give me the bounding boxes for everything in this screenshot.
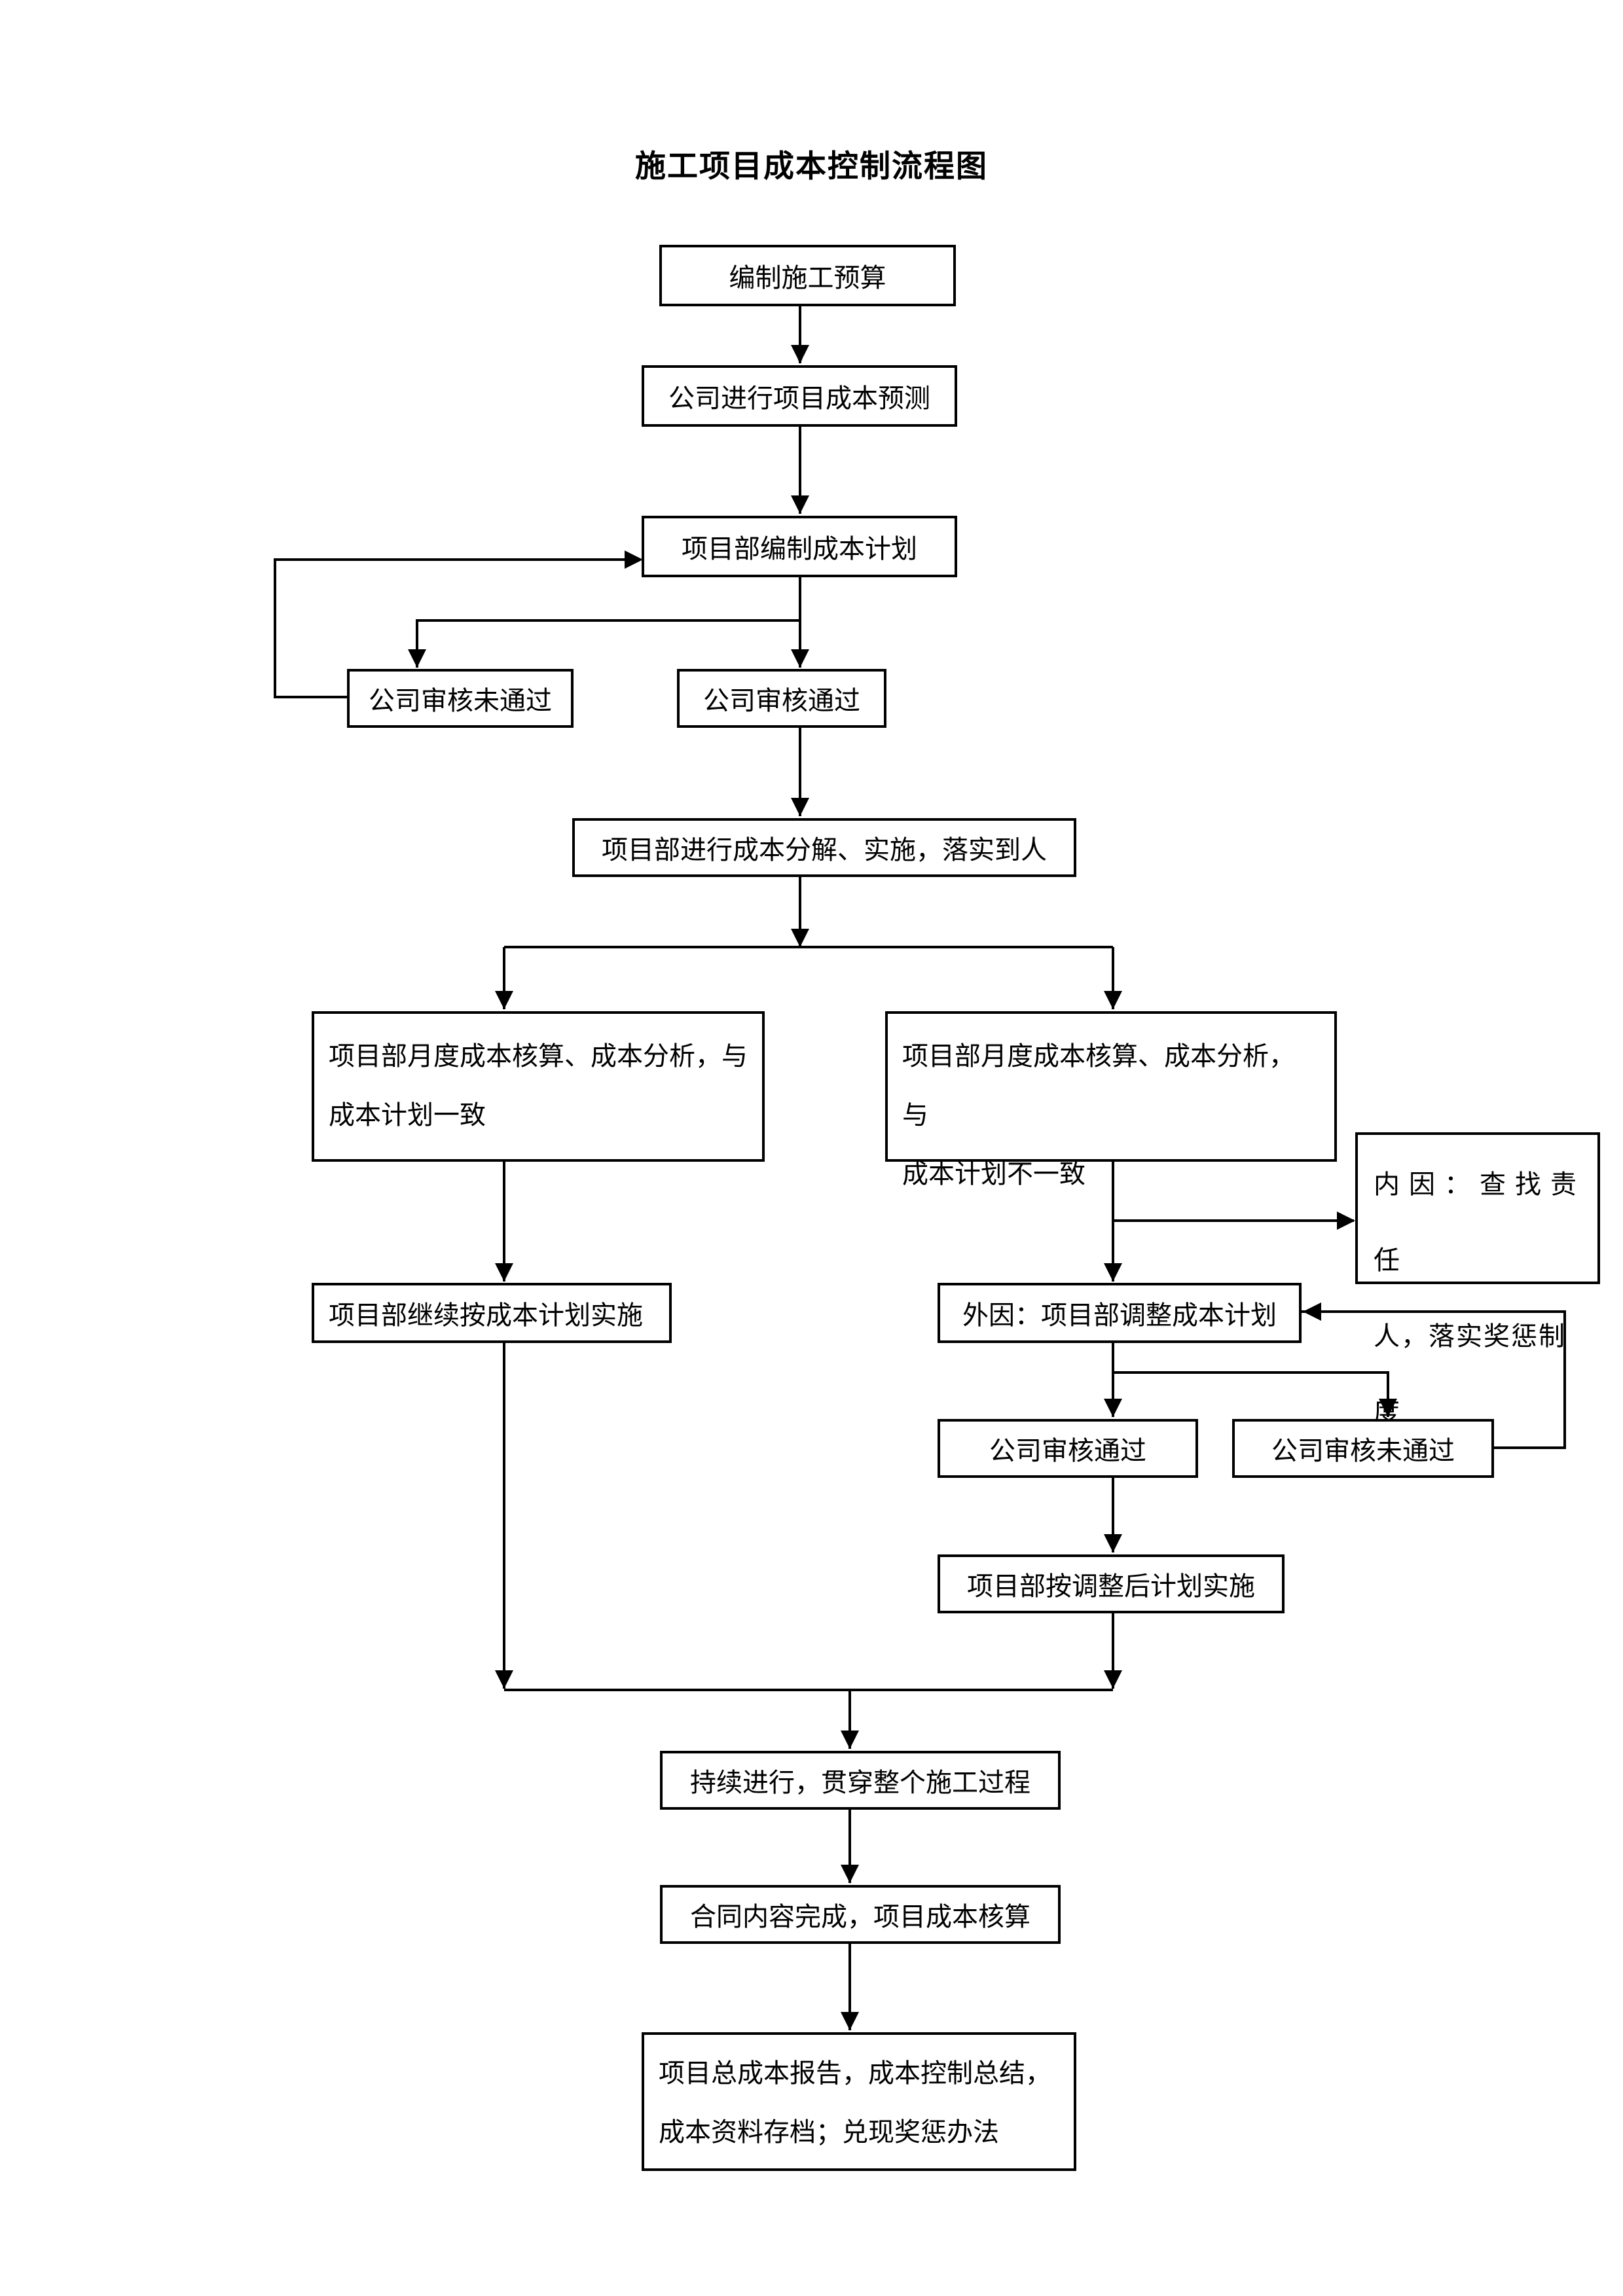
node-decompose: 项目部进行成本分解、实施，落实到人 (572, 818, 1076, 877)
node-monthly-consistent-line-1: 项目部月度成本核算、成本分析，与 (329, 1041, 748, 1071)
arrow-review-fail-2-loop (1302, 1310, 1566, 1449)
node-monthly-inconsistent: 项目部月度成本核算、成本分析，与 成本计划不一致 (885, 1011, 1337, 1189)
node-company-forecast: 公司进行项目成本预测 (642, 365, 957, 427)
node-adjusted-plan: 项目部按调整后计划实施 (938, 1554, 1285, 1613)
node-review-pass-2: 公司审核通过 (938, 1419, 1198, 1478)
node-monthly-inconsistent-line-2: 成本计划不一致 (902, 1159, 1085, 1189)
arrow-review-fail-loop (274, 558, 640, 698)
arrow-split-left (503, 946, 1113, 1009)
node-final-report: 项目总成本报告，成本控制总结， 成本资料存档；兑现奖惩办法 (642, 2032, 1076, 2171)
node-internal-cause-line-2: 人，落实奖惩制度 (1374, 1321, 1566, 1427)
arrowheads (408, 345, 1397, 2030)
node-review-fail-1: 公司审核未通过 (347, 669, 574, 728)
node-monthly-consistent-line-2: 成本计划一致 (329, 1100, 486, 1130)
node-dept-plan: 项目部编制成本计划 (642, 516, 957, 577)
node-internal-cause: 内因：查找责任 人，落实奖惩制度 (1355, 1132, 1600, 1427)
node-review-fail-2: 公司审核未通过 (1232, 1419, 1494, 1478)
node-monthly-consistent: 项目部月度成本核算、成本分析，与 成本计划一致 (312, 1011, 765, 1162)
node-prepare-budget: 编制施工预算 (659, 245, 956, 306)
node-external-cause: 外因：项目部调整成本计划 (938, 1283, 1302, 1343)
node-internal-cause-line-1: 内因：查找责任 (1374, 1170, 1586, 1276)
node-ongoing: 持续进行，贯穿整个施工过程 (660, 1751, 1061, 1810)
arrow-external-to-review-fail (1113, 1371, 1389, 1417)
node-final-report-line-1: 项目总成本报告，成本控制总结， (659, 2058, 1051, 2089)
node-final-report-line-2: 成本资料存档；兑现奖惩办法 (659, 2117, 999, 2147)
arrow-plan-to-review-fail (416, 577, 801, 668)
node-review-pass-1: 公司审核通过 (677, 669, 886, 728)
node-contract-done: 合同内容完成，项目成本核算 (660, 1885, 1061, 1944)
node-monthly-inconsistent-line-1: 项目部月度成本核算、成本分析，与 (902, 1041, 1295, 1130)
diagram-title: 施工项目成本控制流程图 (635, 149, 988, 185)
node-continue-plan: 项目部继续按成本计划实施 (312, 1283, 672, 1343)
